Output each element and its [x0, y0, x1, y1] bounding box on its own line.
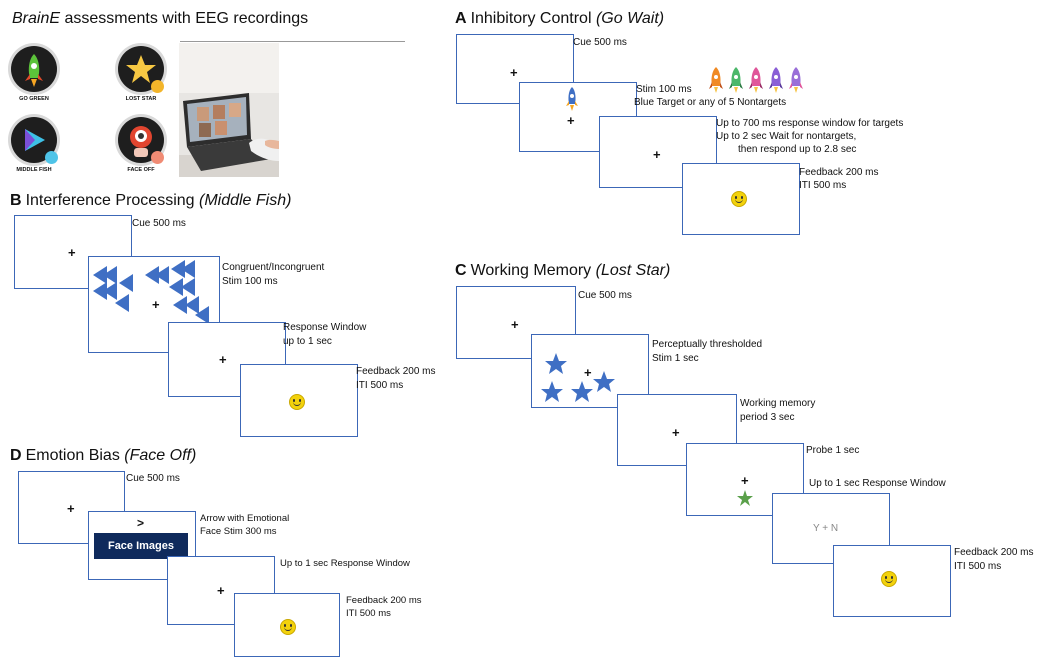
- panel-d-stim-screen: > Face Images: [88, 511, 196, 580]
- panel-b-resp-line2: up to 1 sec: [283, 336, 332, 347]
- lock-badge-icon: [151, 151, 164, 164]
- panel-a-cue-label: Cue 500 ms: [573, 37, 627, 48]
- panel-a-resp-line2: Up to 2 sec Wait for nontargets,: [716, 131, 857, 142]
- panel-b-resp-line1: Response Window: [283, 322, 367, 333]
- panel-d-stim-line1: Arrow with Emotional: [200, 513, 290, 524]
- green-star-icon: [737, 490, 753, 506]
- fixation-cross: +: [511, 317, 519, 332]
- lock-badge-icon: [45, 151, 58, 164]
- go-green-label: GO GREEN: [19, 96, 49, 102]
- fixation-cross: +: [672, 425, 680, 440]
- fixation-cross: +: [653, 147, 661, 162]
- panel-c-fb-line2: ITI 500 ms: [954, 561, 1002, 572]
- middle-fish-label: MIDDLE FISH: [16, 167, 52, 173]
- panel-c-probe-label: Probe 1 sec: [806, 445, 860, 456]
- lock-badge-icon: [151, 80, 164, 93]
- fish-arrow-icon: [25, 129, 45, 151]
- fixation-cross: +: [152, 297, 160, 312]
- panel-d-cue-label: Cue 500 ms: [126, 473, 180, 484]
- fixation-cross: +: [584, 365, 592, 380]
- go-green-badge: [11, 46, 57, 92]
- stars-stimulus: [541, 353, 615, 402]
- panel-d-resp-label: Up to 1 sec Response Window: [280, 558, 410, 569]
- panel-b-fb-line2: ITI 500 ms: [356, 380, 404, 391]
- blue-rocket-icon: [566, 87, 578, 111]
- panel-a-fb-line2: ITI 500 ms: [799, 180, 847, 191]
- arrow-stimulus: >: [137, 516, 145, 530]
- panel-a-feedback-screen: [682, 163, 800, 235]
- header-title: BrainE assessments with EEG recordings: [12, 10, 309, 27]
- lost-star-label: LOST STAR: [125, 96, 157, 102]
- panel-a-stim-label: Stim 100 ms: [636, 84, 692, 95]
- fixation-cross: +: [510, 65, 518, 80]
- panel-b-stim-line1: Congruent/Incongruent: [222, 262, 325, 273]
- panel-a-fb-line1: Feedback 200 ms: [799, 167, 879, 178]
- panel-c-response-screen: Y + N: [772, 493, 890, 564]
- panel-b-fb-line1: Feedback 200 ms: [356, 366, 436, 377]
- smiley-icon: [731, 191, 747, 207]
- panel-d-stim-line2: Face Stim 300 ms: [200, 526, 277, 537]
- fixation-cross: +: [67, 501, 75, 516]
- panel-c-wm-line2: period 3 sec: [740, 412, 795, 423]
- face-icon: [130, 126, 152, 157]
- smiley-icon: [280, 619, 296, 635]
- panel-c-fb-line1: Feedback 200 ms: [954, 547, 1034, 558]
- nontarget-rockets: [709, 67, 803, 93]
- fixation-cross: +: [741, 473, 749, 488]
- fixation-cross: +: [68, 245, 76, 260]
- panel-d-fb-line1: Feedback 200 ms: [346, 595, 422, 606]
- star-icon: [126, 55, 156, 83]
- panel-c-stim-line1: Perceptually thresholded: [652, 339, 763, 350]
- rocket-icon: [25, 54, 43, 87]
- smiley-icon: [289, 394, 305, 410]
- panel-d-feedback-screen: [234, 593, 340, 657]
- header-rule: [180, 41, 405, 42]
- panel-b-response-screen: +: [168, 322, 286, 397]
- fish-arrows-flanker: [93, 260, 209, 324]
- panel-b-feedback-screen: [240, 364, 358, 437]
- fixation-cross: +: [219, 352, 227, 367]
- face-images-box: Face Images: [94, 533, 188, 559]
- panel-a-resp-line3: then respond up to 2.8 sec: [738, 144, 857, 155]
- panel-a-resp-line1: Up to 700 ms response window for targets: [716, 118, 904, 129]
- smiley-icon: [881, 571, 897, 587]
- panel-b-cue-label: Cue 500 ms: [132, 218, 186, 229]
- yes-no-prompt: Y + N: [813, 523, 839, 534]
- panel-c-wm-line1: Working memory: [740, 398, 816, 409]
- lost-star-badge: [118, 46, 164, 92]
- panel-a-stim-note: Blue Target or any of 5 Nontargets: [634, 97, 787, 108]
- face-off-label: FACE OFF: [127, 167, 155, 173]
- panel-c-cue-label: Cue 500 ms: [578, 290, 632, 301]
- panel-c-stim-line2: Stim 1 sec: [652, 353, 699, 364]
- fixation-cross: +: [217, 583, 225, 598]
- eeg-photo: [179, 43, 279, 177]
- panel-c-feedback-screen: [833, 545, 951, 617]
- panel-c-resp-label: Up to 1 sec Response Window: [809, 478, 946, 489]
- panel-b-stim-line2: Stim 100 ms: [222, 276, 278, 287]
- panel-d-fb-line2: ITI 500 ms: [346, 608, 391, 619]
- fixation-cross: +: [567, 113, 575, 128]
